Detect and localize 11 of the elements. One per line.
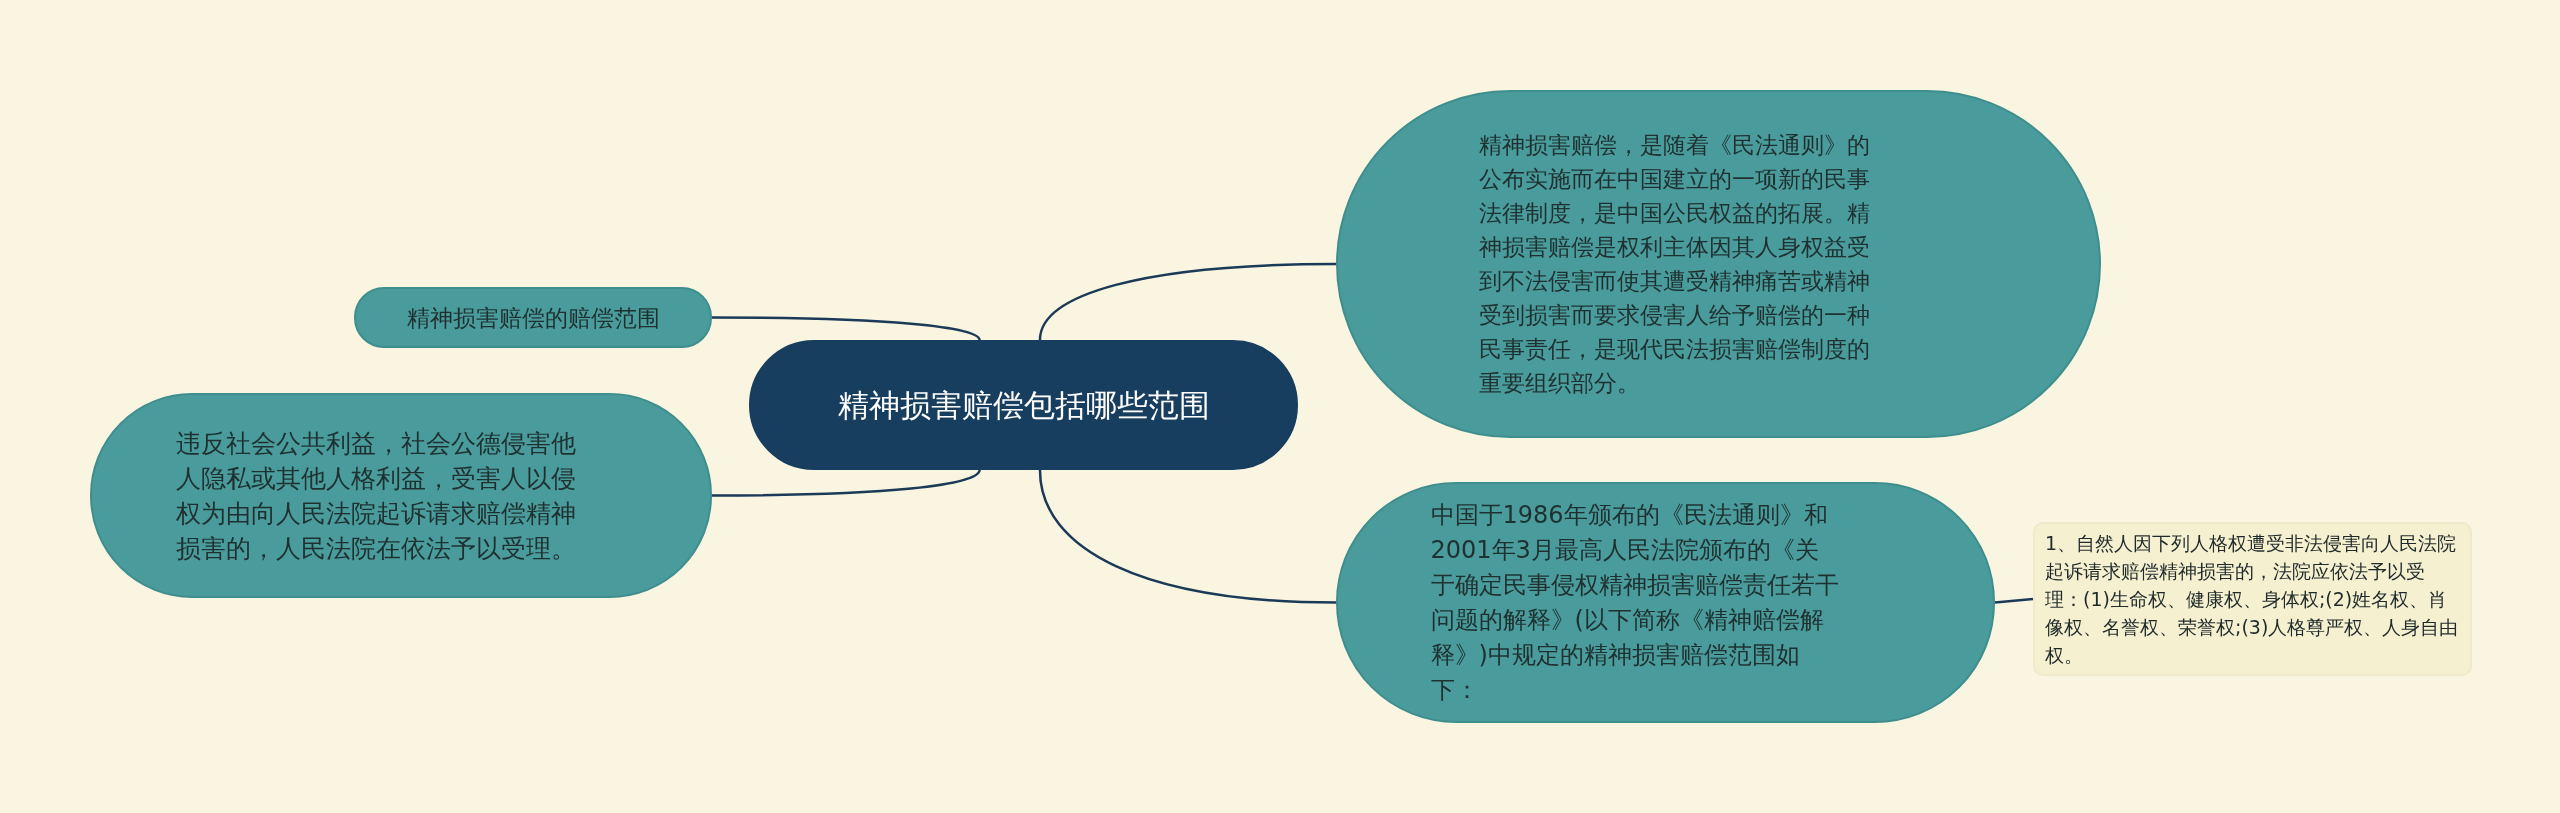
connector-line — [1994, 597, 2034, 604]
text-bubble: 精神损害赔偿的赔偿范围 — [354, 287, 712, 348]
text-bubble: 违反社会公共利益，社会公德侵害他人隐私或其他人格利益，受害人以侵权为由向人民法院起诉请求赔偿精神损害的，人民法院在依法予以受理。 — [90, 393, 712, 598]
connector-line — [1038, 469, 1337, 604]
topic-box: 精神损害赔偿包括哪些范围 — [749, 340, 1298, 470]
text-bubble: 精神损害赔偿，是随着《民法通则》的公布实施而在中国建立的一项新的民事法律制度，是中国公民权益的拓展。精神损害赔偿是权利主体因其人身权益受到不法侵害而使其遭受精神痛苦或精神受到损害而要求侵害人给予赔偿的一种民事责任，是现代民法损害赔偿制度的重要组织部分。 — [1336, 90, 2101, 438]
note-box: 1、自然人因下列人格权遭受非法侵害向人民法院起诉请求赔偿精神损害的，法院应依法予以受理：(1)生命权、健康权、身体权;(2)姓名权、肖像权、名誉权、荣誉权;(3)人格尊严权、人身自由权。 — [2033, 522, 2472, 676]
connector-line — [712, 316, 981, 341]
connector-line — [1038, 262, 1336, 341]
text-bubble: 中国于1986年颁布的《民法通则》和2001年3月最高人民法院颁布的《关于确定民事侵权精神损害赔偿责任若干问题的解释》(以下简称《精神赔偿解释》)中规定的精神损害赔偿范围如下： — [1336, 482, 1995, 723]
connector-line — [712, 469, 981, 497]
